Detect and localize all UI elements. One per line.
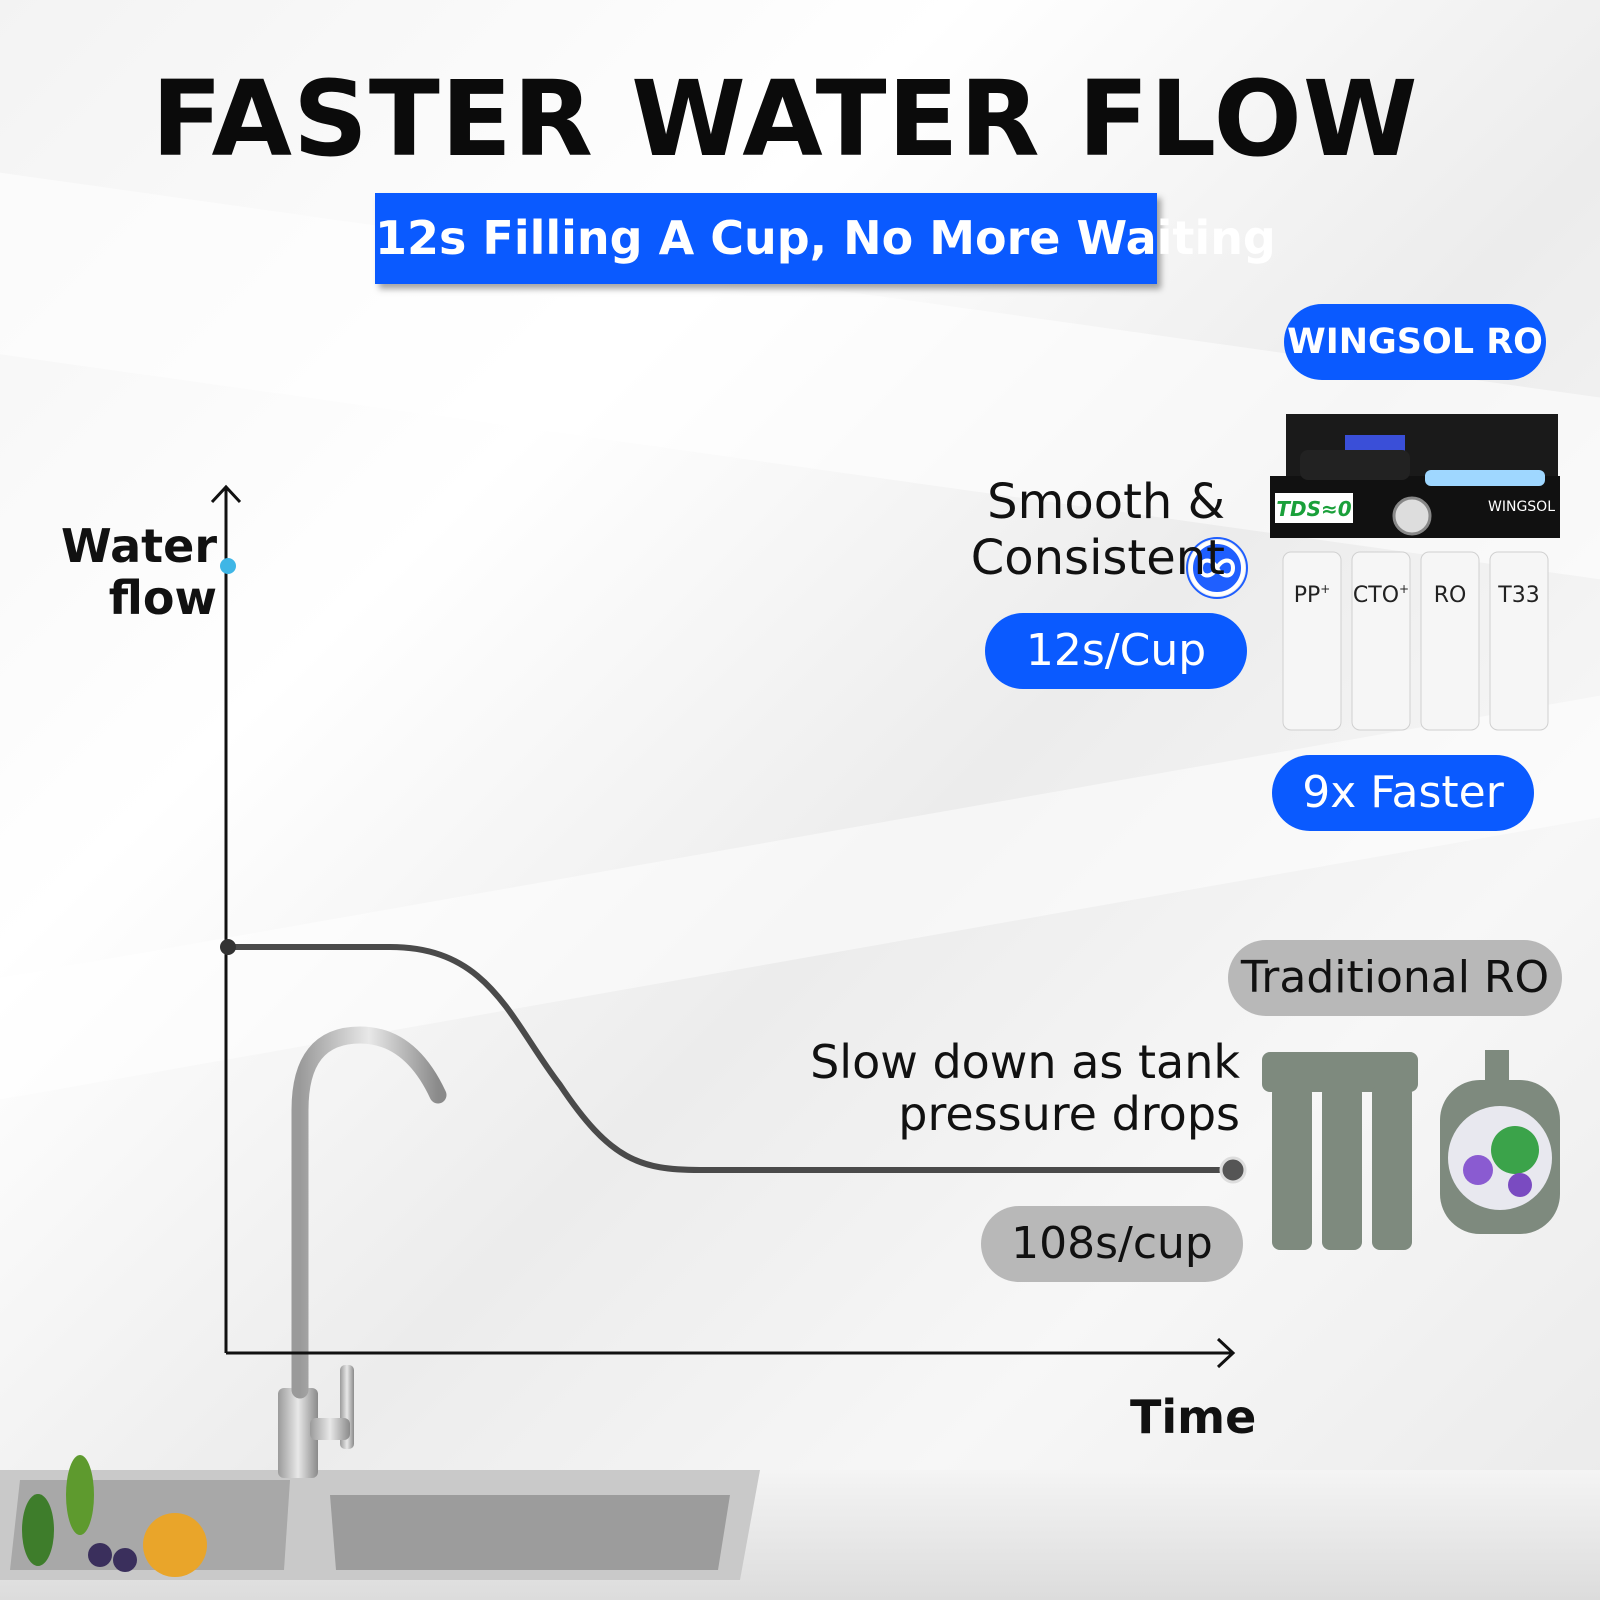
filter-label-3: RO	[1434, 583, 1467, 608]
brand-logo-text: WINGSOL	[1488, 499, 1555, 515]
traditional-rate-badge: 108s/cup	[981, 1206, 1243, 1282]
faucet-handle-base	[310, 1418, 350, 1440]
page-title: FASTER WATER FLOW	[151, 58, 1419, 180]
x-axis-label: Time	[1130, 1390, 1257, 1444]
filter-label-superscript: +	[1399, 582, 1409, 596]
traditional-end-dot	[1219, 1156, 1247, 1184]
cucumber	[22, 1494, 54, 1566]
y-axis-label: Water flow	[60, 520, 217, 624]
wingsol-curve-label: Smooth & Consistent	[970, 474, 1225, 586]
traditional-curve-label-line: pressure drops	[898, 1087, 1240, 1141]
traditional-curve-label: Slow down as tank pressure drops	[790, 1036, 1240, 1140]
filter-label-4: T33	[1497, 583, 1539, 608]
grape	[88, 1543, 112, 1567]
traditional-flow-line	[228, 944, 1230, 1173]
wingsol-start-dot	[220, 558, 236, 574]
infinity-glyph	[1198, 558, 1236, 578]
sink-basin	[330, 1495, 730, 1570]
pumpkin	[143, 1513, 207, 1577]
subtitle-banner: 12s Filling A Cup, No More Waiting	[375, 193, 1276, 284]
grape	[113, 1548, 137, 1572]
traditional-ro-unit	[1262, 1050, 1560, 1250]
faucet-spout	[291, 1026, 447, 1399]
cucumber	[66, 1455, 94, 1535]
infinity-icon-ring	[1186, 537, 1248, 599]
filter-label-superscript: +	[1320, 582, 1330, 596]
y-axis-label-line: flow	[108, 571, 217, 625]
x-axis-arrow	[1216, 1337, 1236, 1369]
traditional-start-dot	[220, 939, 236, 955]
y-axis-label-line: Water	[60, 519, 217, 573]
tds-display: TDS≈0	[1276, 497, 1351, 521]
wingsol-rate-badge: 12s/Cup	[985, 613, 1247, 689]
y-axis-arrow	[210, 484, 242, 504]
traditional-ro-badge: Traditional RO	[1228, 940, 1562, 1016]
speedup-badge: 9x Faster	[1272, 755, 1534, 831]
traditional-curve-label-line: Slow down as tank	[810, 1035, 1240, 1089]
wingsol-ro-badge: WINGSOL RO	[1284, 304, 1546, 380]
faucet-base	[278, 1388, 318, 1478]
wingsol-ro-unit: TDS≈0 WINGSOL PP+ CTO+ RO T33	[1270, 414, 1560, 731]
